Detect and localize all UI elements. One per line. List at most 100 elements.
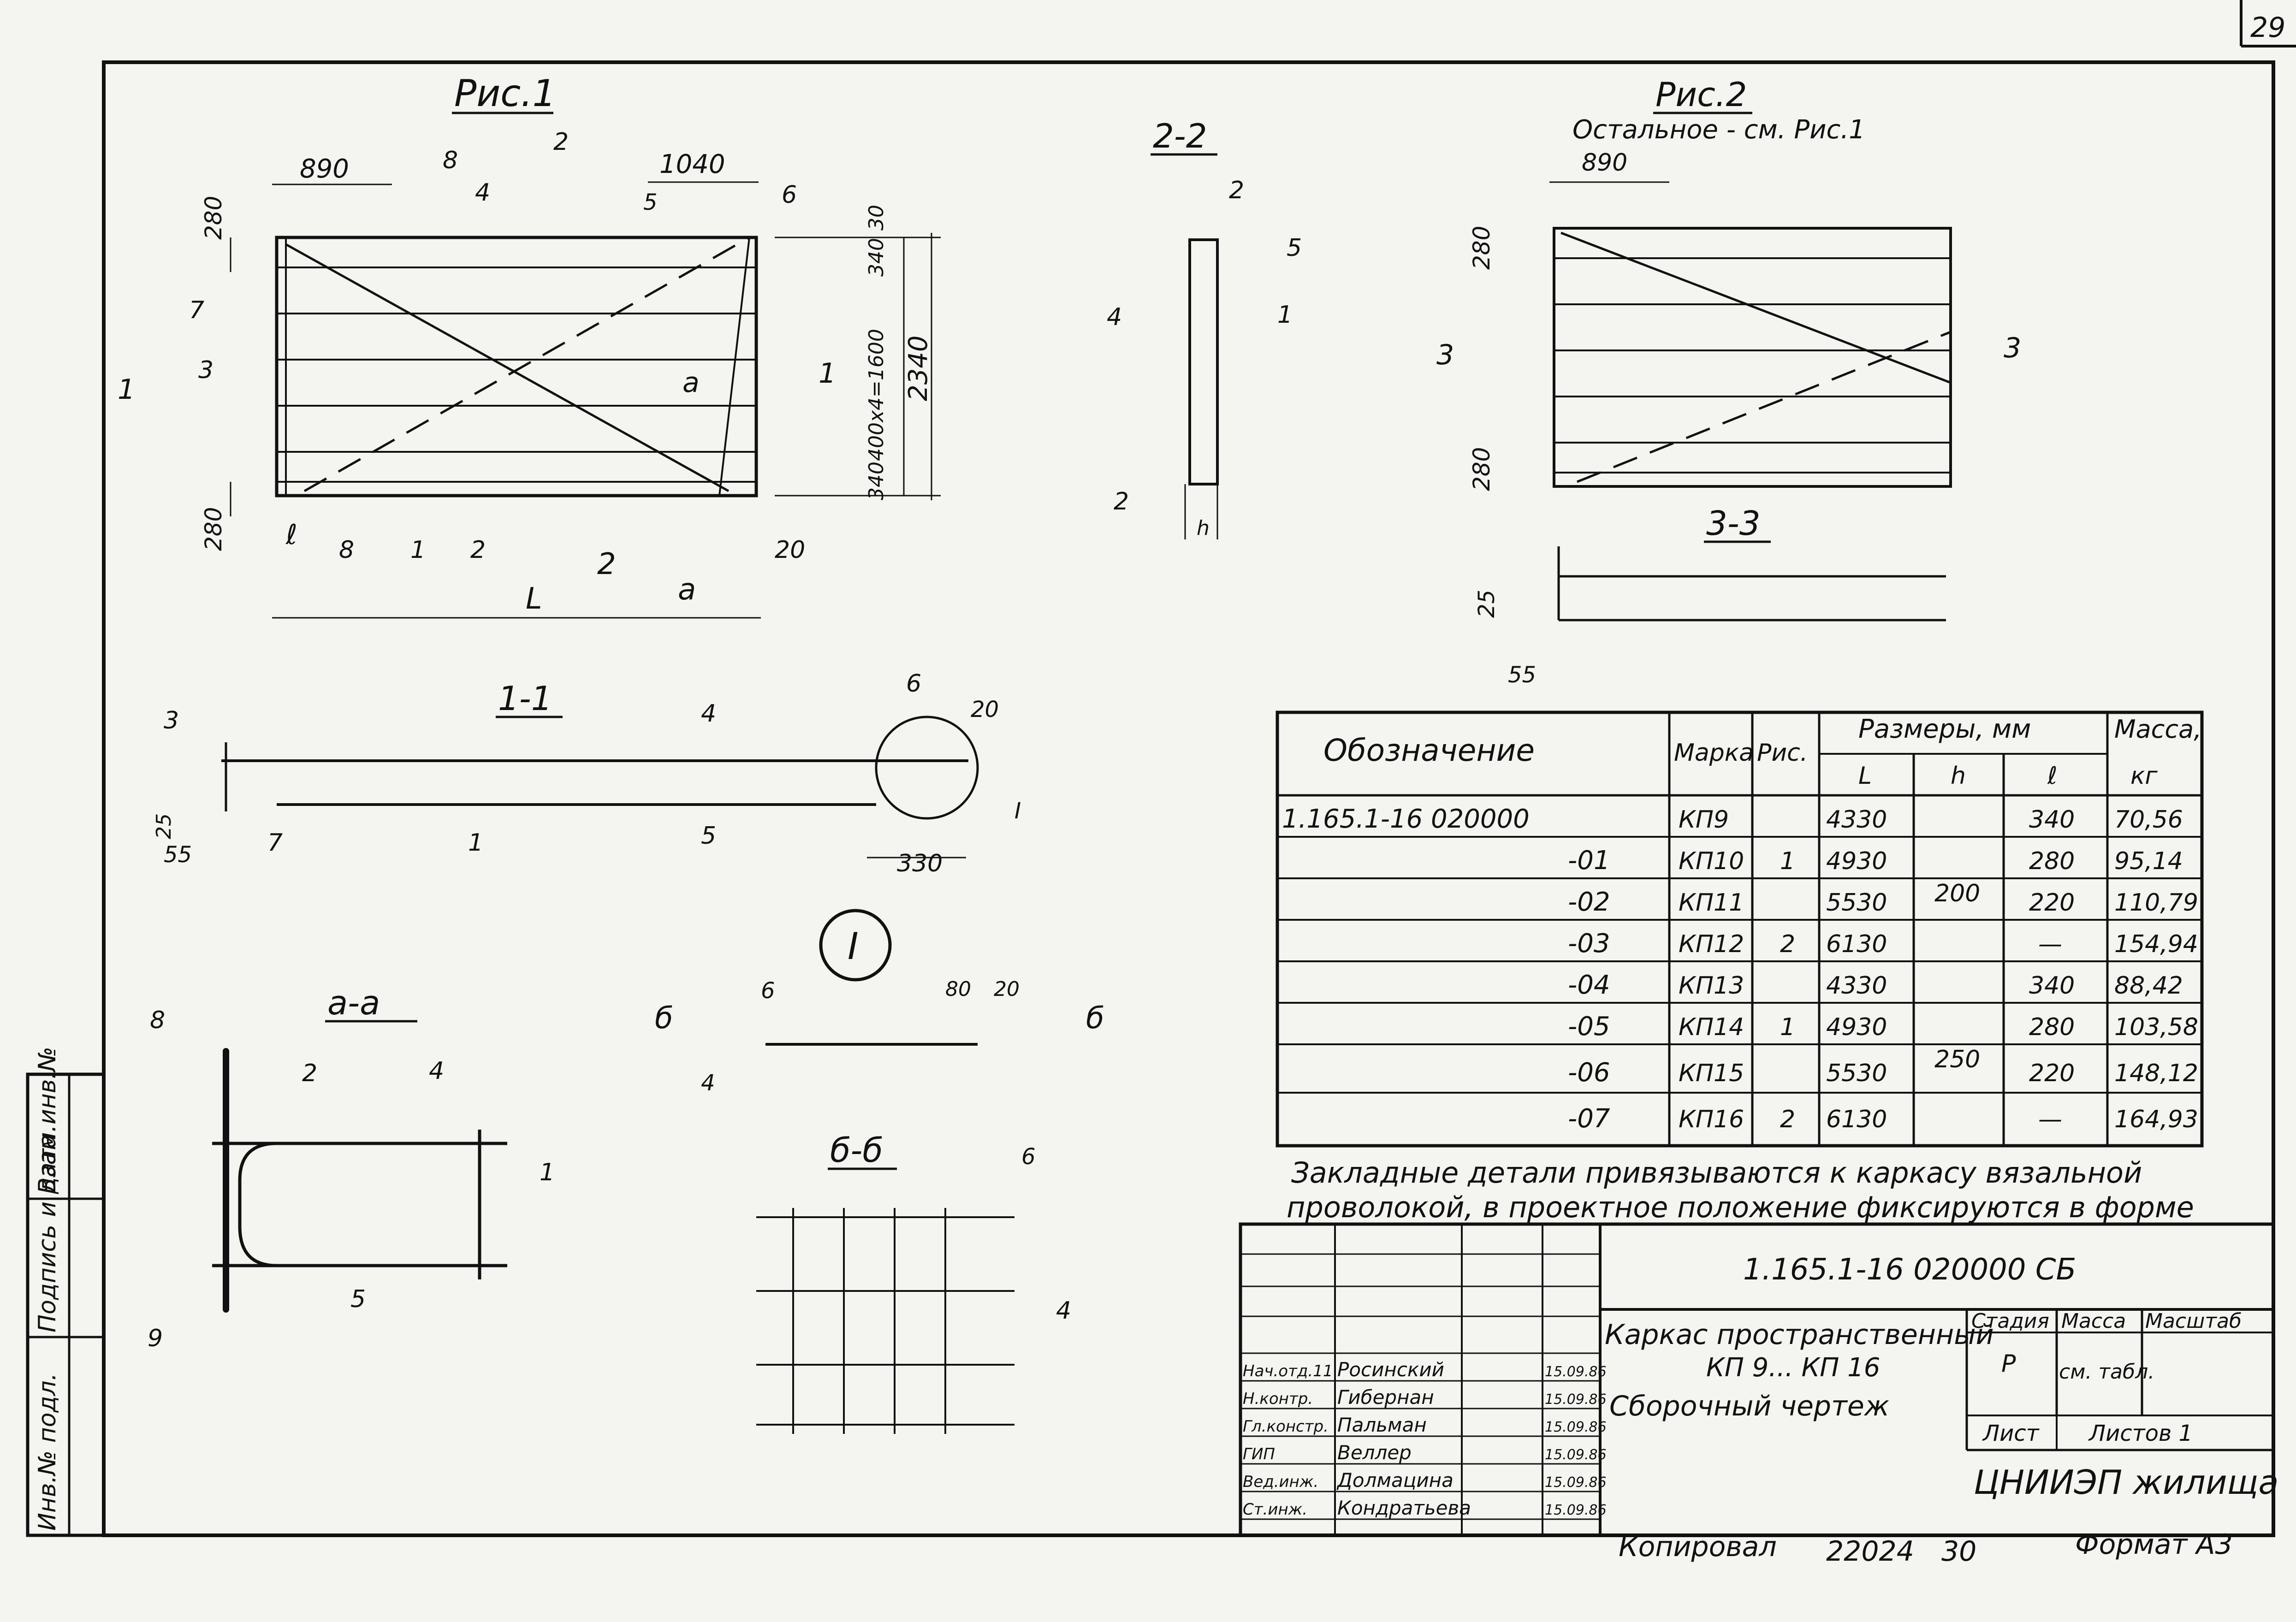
fig1-sec-a: а: [678, 573, 696, 607]
fig1-dim-L: L: [526, 582, 542, 616]
fig1-mark-7: 7: [189, 296, 204, 324]
sec22-title: 2-2: [1153, 117, 1207, 155]
svg-text:148,12: 148,12: [2114, 1060, 2198, 1087]
svg-text:КП9: КП9: [1679, 806, 1729, 834]
svg-text:-05: -05: [1568, 1012, 1610, 1042]
table-row: -03 КП12 2 6130 — 154,94: [1568, 929, 2198, 959]
sheet-frame: [102, 60, 2275, 1537]
table-header-sizes: Размеры, мм: [1858, 714, 2031, 744]
fig1-dim-890: 890: [300, 154, 349, 184]
doc-code: 1.165.1-16 020000 СБ: [1743, 1253, 2076, 1287]
fig1-mark-8b: 8: [339, 536, 354, 564]
table-row: -01 КП10 1 4930 280 95,14: [1568, 846, 2183, 876]
section-a-a: а-а 8 2 4 1 5 9: [148, 983, 555, 1352]
table-header-mass: Масса,: [2114, 715, 2201, 744]
sec22-mark-h: h: [1197, 516, 1210, 540]
svg-text:Нач.отд.11: Нач.отд.11: [1243, 1362, 1333, 1380]
svg-text:15.09.86: 15.09.86: [1545, 1364, 1607, 1380]
sec33-title: 3-3: [1706, 504, 1761, 543]
secaa-mark-1: 1: [540, 1159, 555, 1186]
svg-text:-07: -07: [1568, 1104, 1610, 1134]
svg-text:КП12: КП12: [1679, 930, 1744, 958]
secbb-cut-right: б: [1086, 1001, 1104, 1036]
table-row: -06 КП15 5530 220 148,12: [1568, 1058, 2198, 1088]
svg-text:2: 2: [1780, 1106, 1795, 1133]
sec11-mark-4: 4: [701, 700, 716, 728]
sec11-mark-7: 7: [267, 829, 283, 857]
secaa-mark-2: 2: [302, 1060, 317, 1087]
svg-text:15.09.86: 15.09.86: [1545, 1502, 1607, 1518]
sec33-dim-55: 55: [1508, 662, 1536, 688]
svg-text:Веллер: Веллер: [1337, 1441, 1412, 1464]
fig1-dim-400: 400х4=1600: [865, 329, 888, 461]
table-header-h: h: [1951, 762, 1966, 790]
signature-row: Вед.инж. Долмацина 15.09.86: [1243, 1469, 1607, 1492]
fig1-mark-8: 8: [443, 147, 458, 174]
copied-by: Копировал: [1619, 1531, 1777, 1563]
fig1-dim-l: ℓ: [285, 519, 297, 551]
section-b-b: б б 6 80 20 4 б-б 6 4: [655, 977, 1104, 1434]
svg-text:280: 280: [2029, 847, 2075, 875]
secbb-dim-20: 20: [994, 977, 1020, 1001]
svg-text:15.09.86: 15.09.86: [1545, 1474, 1607, 1491]
svg-text:4930: 4930: [1826, 847, 1887, 875]
svg-text:Пальман: Пальман: [1337, 1414, 1427, 1436]
sec11-dim-25: 25: [152, 813, 176, 839]
table-row: -02 КП11 5530 200 220 110,79: [1568, 880, 2198, 917]
fig1-mark-4: 4: [475, 179, 490, 207]
secbb-mark-4: 4: [701, 1070, 715, 1096]
fig1-sec-1-right: 1: [819, 357, 836, 390]
sec11-mark-1: 1: [468, 829, 483, 857]
fig2-dim-280a: 280: [1468, 226, 1495, 270]
svg-text:4330: 4330: [1826, 972, 1887, 1000]
doc-name-1: Каркас пространственный: [1605, 1319, 1994, 1351]
secbb-mark-6b: 6: [1021, 1144, 1036, 1170]
svg-text:Н.контр.: Н.контр.: [1243, 1390, 1313, 1408]
sec22-mark-1: 1: [1277, 301, 1293, 329]
fig1-dim-340b: 340: [865, 462, 888, 500]
svg-text:103,58: 103,58: [2114, 1013, 2198, 1041]
svg-text:220: 220: [2029, 1060, 2075, 1087]
svg-text:КП14: КП14: [1679, 1013, 1744, 1041]
svg-text:—: —: [2038, 1106, 2062, 1133]
fig1-dim-340a: 340: [865, 238, 888, 277]
side-stamp-sign: Подпись и дата: [34, 1134, 61, 1332]
svg-text:15.09.86: 15.09.86: [1545, 1391, 1607, 1408]
order-number: 22024: [1826, 1535, 1914, 1568]
table-header-designation: Обозначение: [1323, 733, 1535, 768]
secbb-mark-4b: 4: [1056, 1297, 1071, 1325]
secaa-mark-4: 4: [429, 1057, 444, 1085]
sheet-label: Лист: [1982, 1421, 2040, 1446]
sec22-mark-2a: 2: [1229, 177, 1244, 204]
table-header-kg: кг: [2130, 762, 2158, 790]
sec22-mark-2b: 2: [1114, 488, 1129, 515]
svg-text:5530: 5530: [1826, 889, 1887, 917]
svg-text:1: 1: [1780, 1013, 1795, 1041]
title-block: 1.165.1-16 020000 СБ Каркас пространстве…: [1239, 1222, 2278, 1537]
fig2-sec-3-left: 3: [1436, 339, 1454, 371]
signature-row: Гл.констр. Пальман 15.09.86: [1243, 1414, 1607, 1436]
svg-text:-06: -06: [1568, 1058, 1610, 1088]
svg-text:6130: 6130: [1826, 930, 1887, 958]
svg-text:Гибернан: Гибернан: [1337, 1386, 1434, 1409]
sec11-dim-330: 330: [897, 850, 943, 877]
secaa-title: а-а: [327, 983, 380, 1022]
sec22-mark-4: 4: [1107, 303, 1122, 331]
sec22-mark-5: 5: [1287, 234, 1302, 262]
sec11-mark-3: 3: [164, 707, 179, 734]
svg-text:95,14: 95,14: [2114, 847, 2183, 875]
section-3-3: 3-3 25 55: [1474, 504, 1946, 688]
svg-text:110,79: 110,79: [2114, 889, 2198, 917]
fig2-title: Рис.2: [1655, 75, 1747, 114]
note-line-1: Закладные детали привязываются к каркасу…: [1291, 1156, 2142, 1190]
secbb-cut-left: б: [655, 1001, 673, 1036]
fig1-mark-2b: 2: [470, 536, 486, 564]
svg-text:5530: 5530: [1826, 1060, 1887, 1087]
fig2-dim-280b: 280: [1468, 447, 1495, 491]
secbb-mark-6: 6: [761, 978, 775, 1004]
side-stamp-inv: Инв.№ подл.: [34, 1373, 61, 1531]
secbb-dim-80: 80: [945, 977, 971, 1001]
fig1-mark-6: 6: [782, 181, 797, 209]
svg-text:Росинский: Росинский: [1337, 1358, 1444, 1381]
